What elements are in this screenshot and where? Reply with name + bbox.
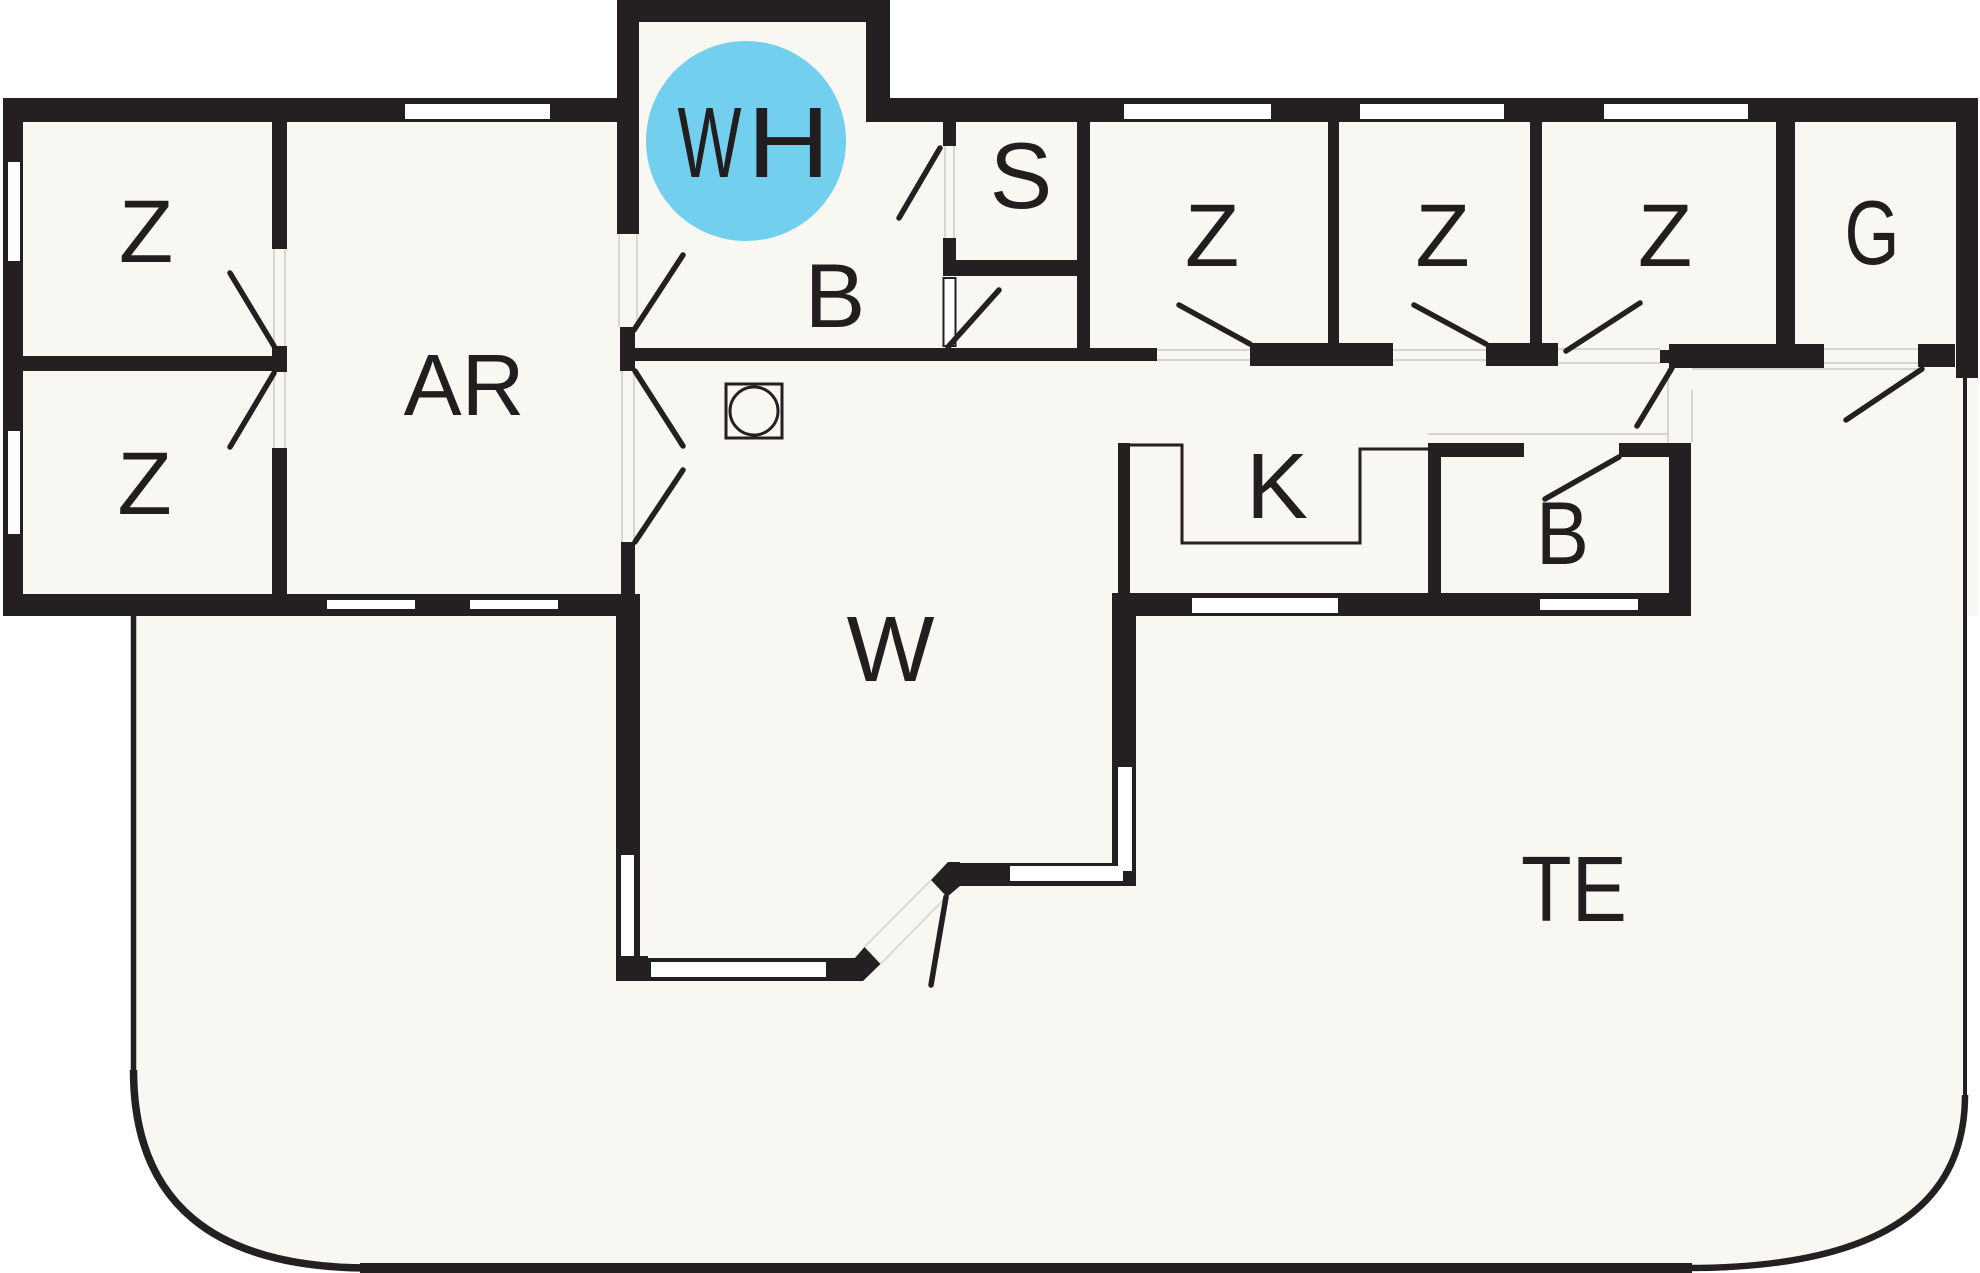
- svg-text:W: W: [678, 87, 742, 199]
- svg-text:K: K: [1246, 434, 1308, 538]
- svg-text:Z: Z: [119, 181, 173, 281]
- svg-text:AR: AR: [404, 337, 525, 434]
- svg-text:Z: Z: [117, 433, 171, 533]
- svg-text:Z: Z: [1185, 185, 1239, 285]
- svg-text:G: G: [1845, 183, 1900, 284]
- svg-text:Z: Z: [1638, 185, 1692, 285]
- svg-text:TE: TE: [1521, 837, 1627, 941]
- svg-text:Z: Z: [1415, 185, 1469, 285]
- svg-text:B: B: [805, 246, 866, 347]
- svg-text:S: S: [990, 123, 1053, 228]
- svg-text:W: W: [847, 597, 935, 701]
- svg-text:B: B: [1536, 483, 1589, 583]
- svg-text:H: H: [747, 87, 830, 199]
